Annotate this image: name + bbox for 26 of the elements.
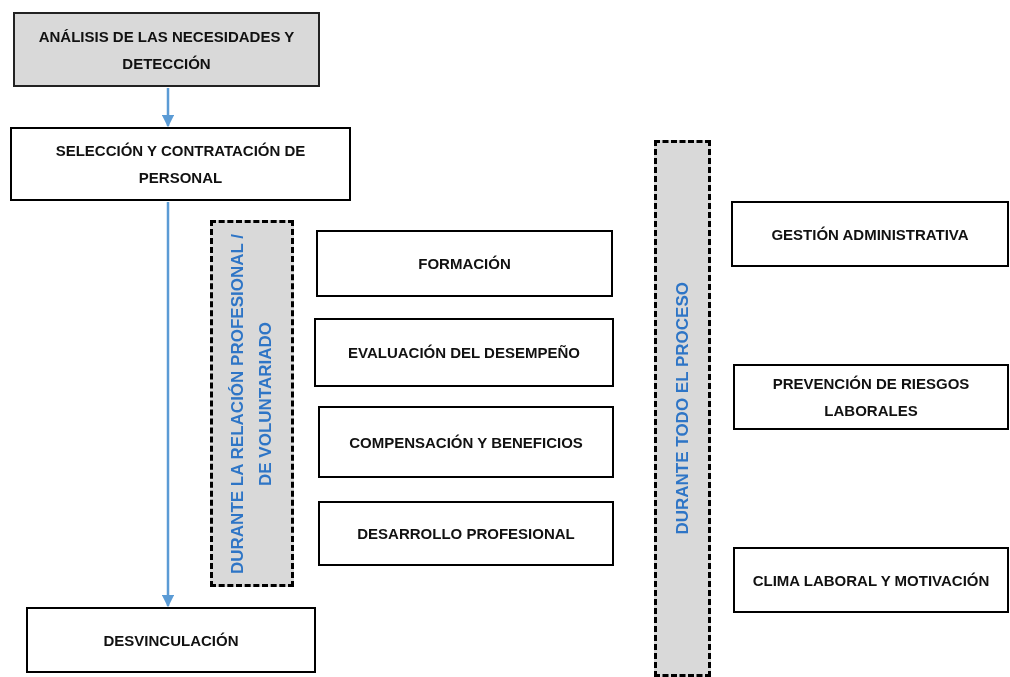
process-box [733, 364, 1009, 430]
phase-band [654, 140, 711, 677]
band-label: DURANTE TODO EL PROCESO [671, 282, 693, 535]
box-label: EVALUACIÓN DEL DESEMPEÑO [348, 343, 580, 363]
box-label: DESVINCULACIÓN [103, 630, 239, 651]
box-label: FORMACIÓN [418, 254, 511, 274]
phase-band [210, 220, 294, 587]
arrow [161, 88, 175, 128]
box-label: ANÁLISIS DE LAS NECESIDADES Y DETECCIÓN [37, 26, 296, 74]
box-label: SELECCIÓN Y CONTRATACIÓN DE PERSONAL [54, 141, 307, 188]
box-label: COMPENSACIÓN Y BENEFICIOS [349, 432, 583, 453]
process-box [13, 12, 320, 87]
process-box [318, 406, 614, 478]
process-box [314, 318, 614, 387]
process-box [316, 230, 613, 297]
box-label: PREVENCIÓN DE RIESGOS LABORALES [771, 374, 971, 421]
box-label: GESTIÓN ADMINISTRATIVA [771, 224, 969, 245]
arrow [161, 202, 175, 608]
process-box [733, 547, 1009, 613]
process-box [731, 201, 1009, 267]
box-label: DESARROLLO PROFESIONAL [357, 524, 575, 544]
process-box [26, 607, 316, 673]
process-box [318, 501, 614, 566]
band-label: DURANTE LA RELACIÓN PROFESIONAL / DE VOLUNTARIADO [227, 232, 276, 576]
box-label: CLIMA LABORAL Y MOTIVACIÓN [752, 570, 990, 591]
process-box [10, 127, 351, 201]
